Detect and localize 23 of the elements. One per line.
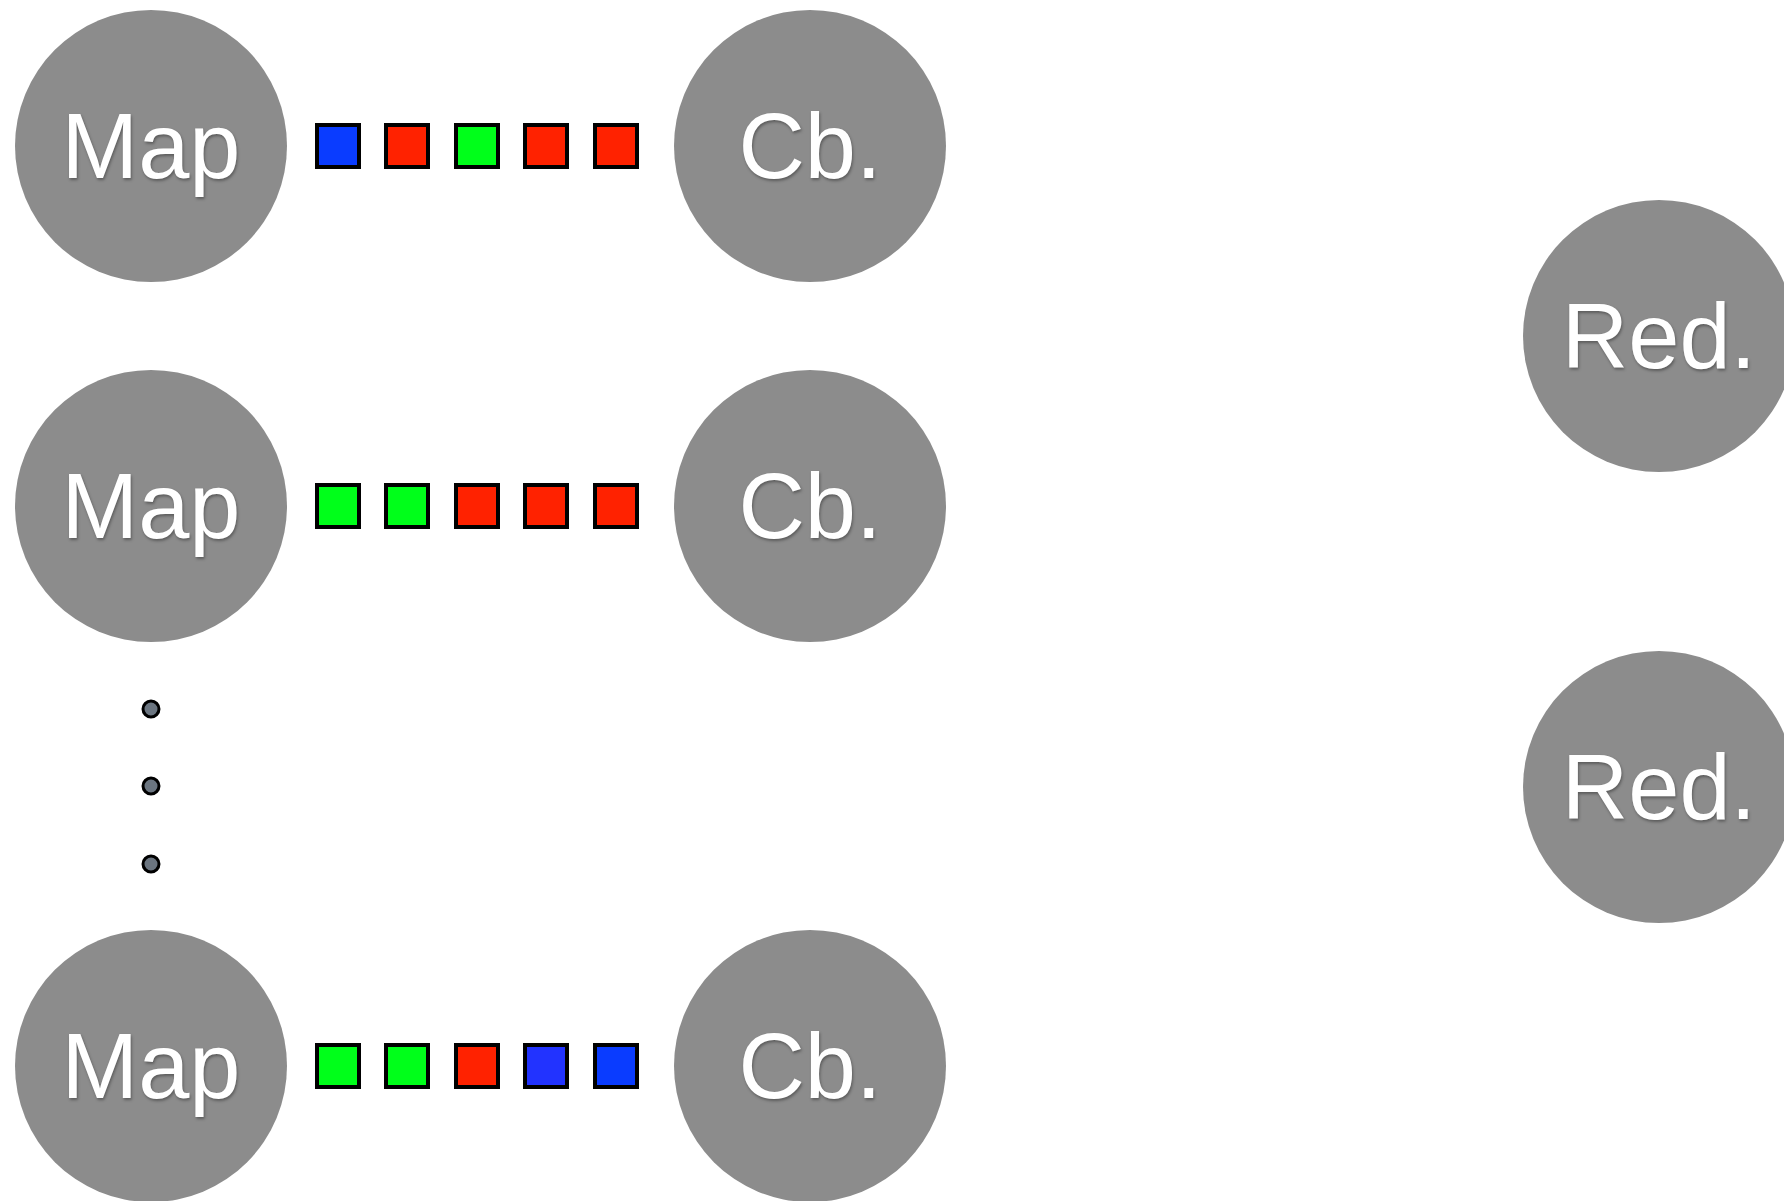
node-label: Cb.: [738, 93, 882, 199]
key-value-square: [454, 123, 500, 169]
key-value-square: [454, 1043, 500, 1089]
key-value-square: [315, 1043, 361, 1089]
key-value-square: [523, 123, 569, 169]
key-value-square: [384, 483, 430, 529]
key-value-square: [593, 1043, 639, 1089]
node-label: Map: [61, 93, 241, 199]
key-value-square: [315, 483, 361, 529]
key-value-square: [523, 1043, 569, 1089]
key-value-square: [593, 483, 639, 529]
key-value-square: [593, 123, 639, 169]
key-value-square: [454, 483, 500, 529]
key-value-square: [384, 1043, 430, 1089]
key-value-square: [315, 123, 361, 169]
node-label: Cb.: [738, 453, 882, 559]
node-label: Red.: [1561, 283, 1757, 389]
node-label: Cb.: [738, 1013, 882, 1119]
key-value-square: [523, 483, 569, 529]
node-label: Map: [61, 1013, 241, 1119]
node-label: Red.: [1561, 734, 1757, 840]
node-label: Map: [61, 453, 241, 559]
key-value-square: [384, 123, 430, 169]
